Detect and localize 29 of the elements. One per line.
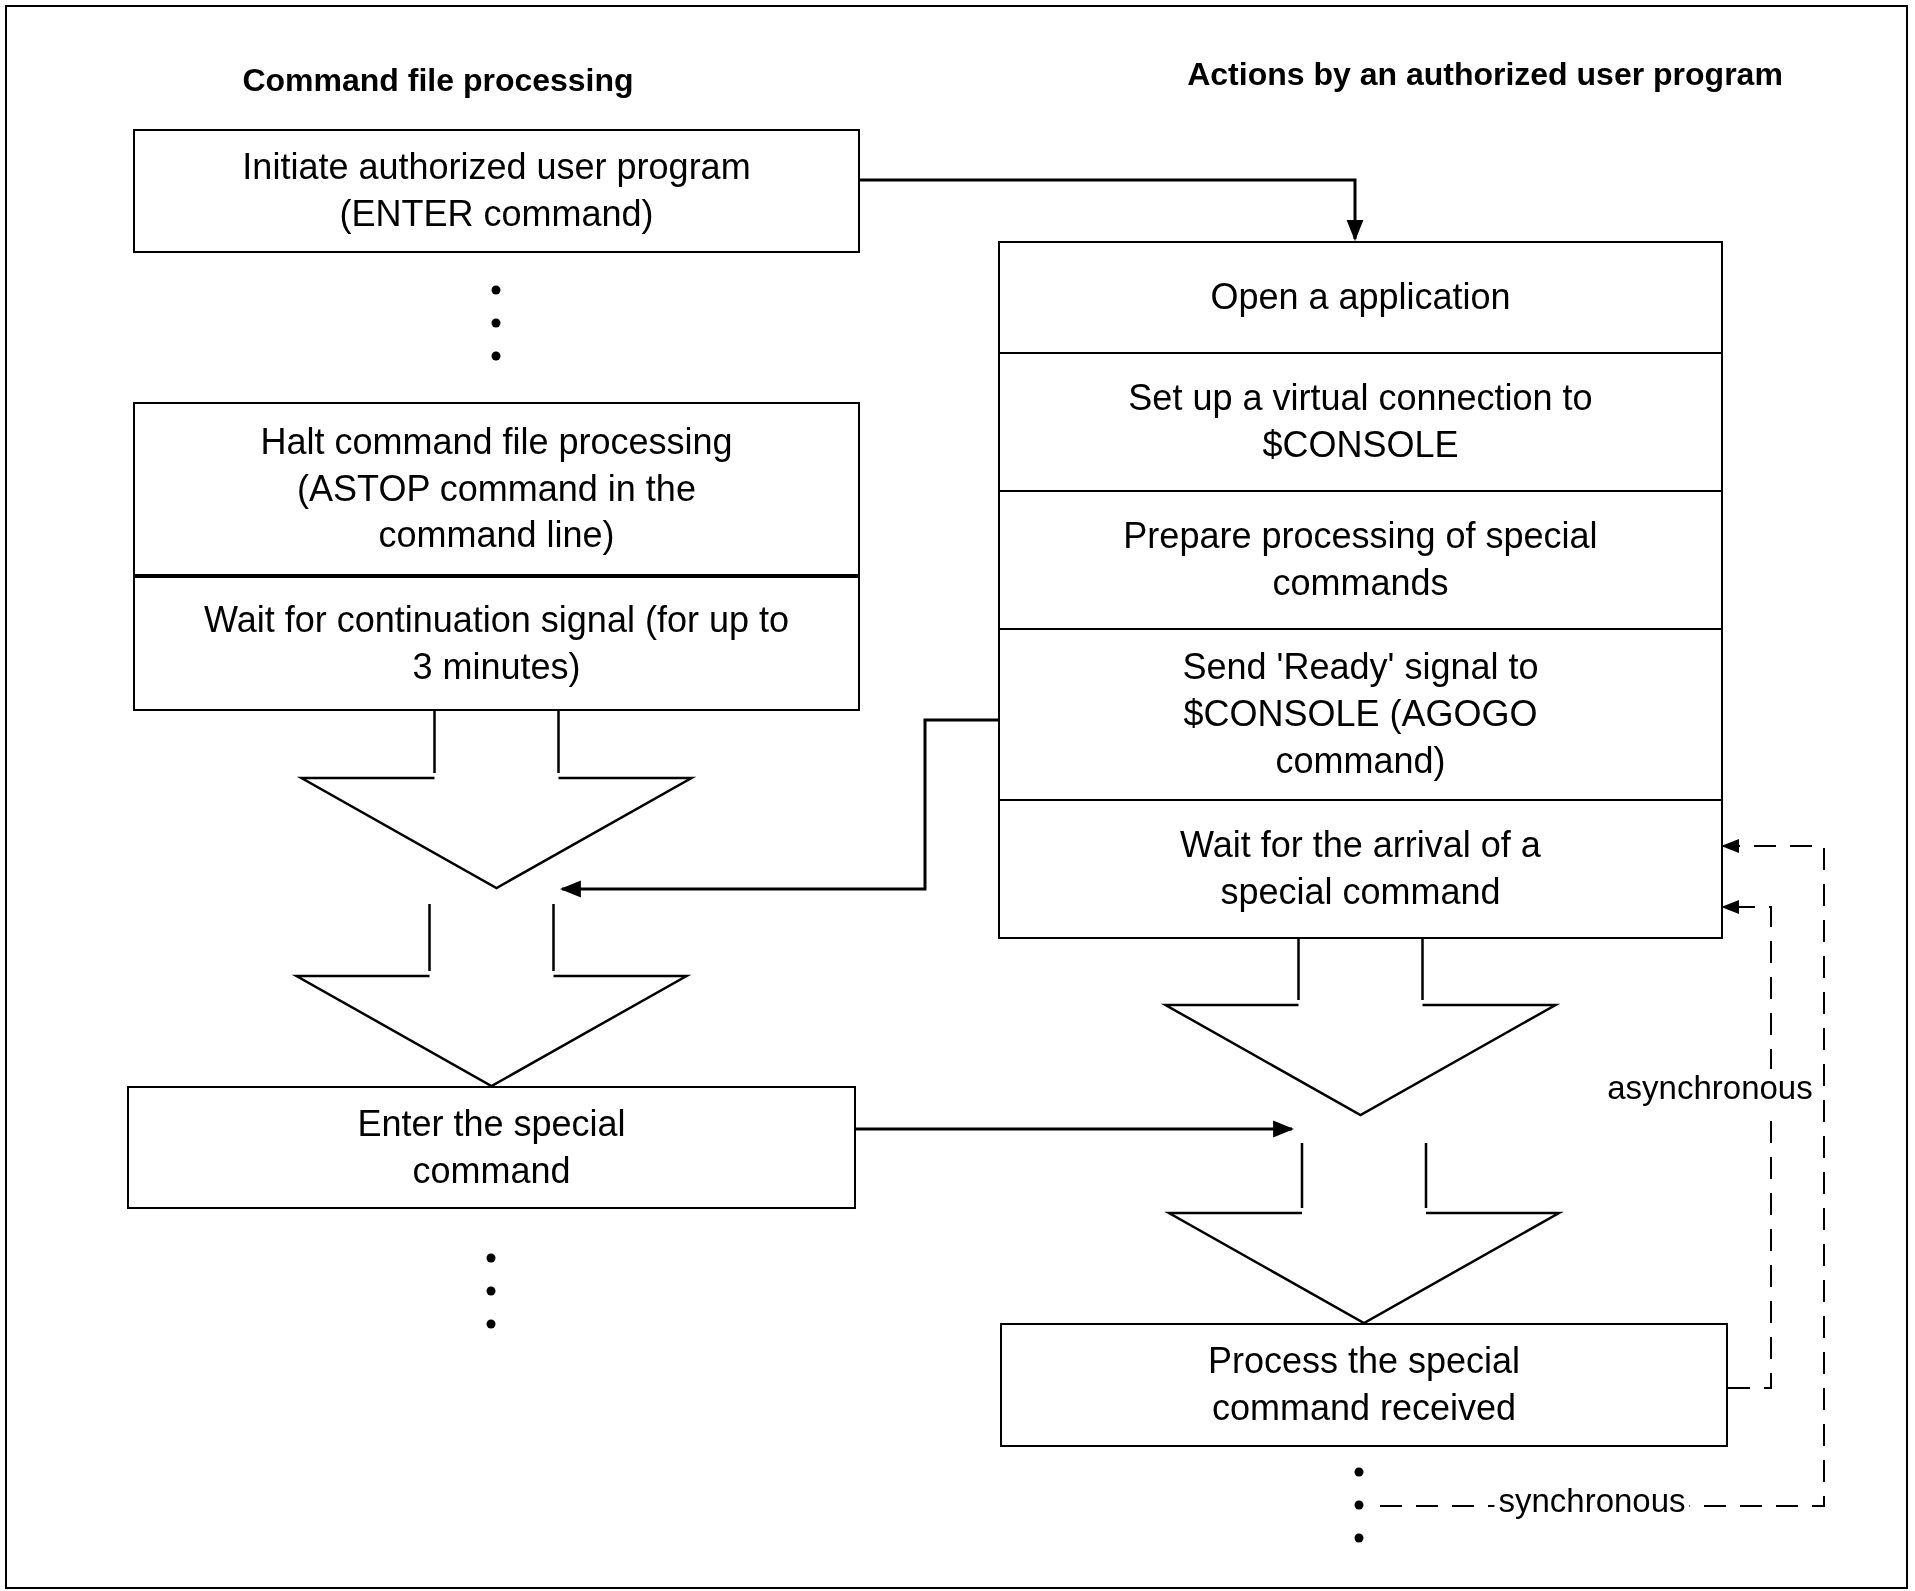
process-box (1000, 1323, 1728, 1447)
block-arrow (1167, 1141, 1561, 1325)
box-text: Halt command file processing (ASTOP command in the command line) (259, 419, 734, 558)
box-text: Enter the special command (356, 1101, 627, 1193)
box-text: Open a application (1209, 275, 1512, 320)
process-box (133, 129, 860, 253)
box-text: Prepare processing of special commands (1122, 514, 1599, 605)
process-box (998, 354, 1723, 492)
box-text: Set up a virtual connection to $CONSOLE (1127, 376, 1594, 467)
box-text: Process the special command received (1206, 1339, 1522, 1430)
process-box (998, 630, 1723, 801)
arrow (856, 1120, 1295, 1138)
box-text: Wait for the arrival of a special command (1179, 823, 1542, 914)
box-text: Initiate authorized user program (ENTER command) (241, 145, 752, 236)
block-arrow (1164, 937, 1557, 1117)
box-text: Send 'Ready' signal to $CONSOLE (AGOGO command) (1181, 645, 1540, 783)
process-box (133, 576, 860, 711)
arrow (559, 718, 998, 898)
process-box (998, 801, 1723, 939)
process-box (998, 492, 1723, 630)
process-box (133, 402, 860, 576)
column-heading: Command file processing (242, 62, 634, 99)
process-box (127, 1086, 856, 1209)
column-heading: Actions by an authorized user program (1187, 56, 1783, 93)
block-arrow (300, 709, 693, 890)
box-text: Wait for continuation signal (for up to 3 minutes) (203, 597, 790, 689)
block-arrow (295, 902, 688, 1088)
process-box (998, 241, 1723, 354)
arrow (860, 178, 1364, 242)
